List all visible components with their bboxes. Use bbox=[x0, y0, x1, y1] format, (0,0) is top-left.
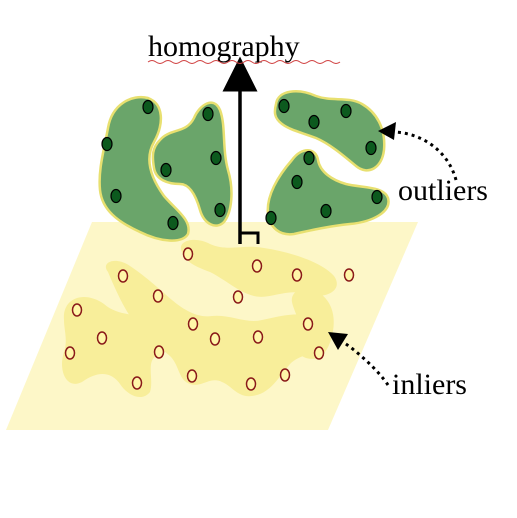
outlier-point bbox=[160, 162, 172, 178]
inlier-point bbox=[96, 331, 108, 345]
inlier-point bbox=[64, 346, 76, 360]
outliers-pointer-head bbox=[378, 122, 396, 140]
outlier-point bbox=[371, 189, 383, 205]
outlier-blob-bottom-right bbox=[266, 149, 390, 236]
outlier-blobs bbox=[98, 90, 390, 242]
inlier-point bbox=[117, 269, 129, 283]
outlier-point bbox=[365, 140, 377, 156]
inlier-point bbox=[187, 317, 199, 331]
outlier-point bbox=[320, 203, 332, 219]
outlier-point bbox=[167, 215, 179, 231]
outlier-blob-top-right bbox=[273, 90, 386, 172]
homography-label: homography bbox=[148, 30, 300, 63]
inlier-point bbox=[131, 376, 143, 390]
inliers-label: inliers bbox=[392, 368, 467, 401]
outlier-point bbox=[110, 188, 122, 204]
right-angle-marker bbox=[240, 231, 260, 244]
inlier-point bbox=[279, 368, 291, 382]
inlier-points bbox=[64, 247, 355, 391]
outlier-point bbox=[303, 150, 315, 166]
inlier-point bbox=[302, 317, 314, 331]
inlier-point bbox=[209, 332, 221, 346]
outlier-point bbox=[210, 150, 222, 166]
outlier-point bbox=[214, 202, 226, 218]
inlier-point bbox=[343, 268, 355, 282]
outlier-point bbox=[291, 174, 303, 190]
outlier-blob-left bbox=[98, 95, 190, 242]
spellcheck-underline bbox=[147, 60, 341, 64]
outliers-label: outliers bbox=[398, 174, 488, 207]
inlier-point bbox=[186, 369, 198, 383]
outlier-points bbox=[101, 98, 383, 231]
inlier-point bbox=[313, 346, 325, 360]
outlier-point bbox=[142, 99, 154, 115]
inlier-point bbox=[71, 303, 83, 317]
inlier-point bbox=[245, 377, 257, 391]
inlier-point bbox=[182, 247, 194, 261]
outlier-point bbox=[278, 98, 290, 114]
inlier-point bbox=[153, 345, 165, 359]
inlier-point bbox=[252, 330, 264, 344]
outlier-point bbox=[265, 210, 277, 226]
outlier-point bbox=[340, 103, 352, 119]
outlier-point bbox=[101, 136, 113, 152]
outlier-blob-center bbox=[151, 101, 233, 227]
outlier-point bbox=[308, 114, 320, 130]
inlier-point bbox=[152, 289, 164, 303]
outlier-point bbox=[202, 106, 214, 122]
inlier-point bbox=[251, 259, 263, 273]
outliers-pointer bbox=[391, 130, 458, 181]
inlier-point bbox=[291, 268, 303, 282]
inlier-point bbox=[232, 290, 244, 304]
inliers-pointer-head bbox=[328, 332, 348, 350]
